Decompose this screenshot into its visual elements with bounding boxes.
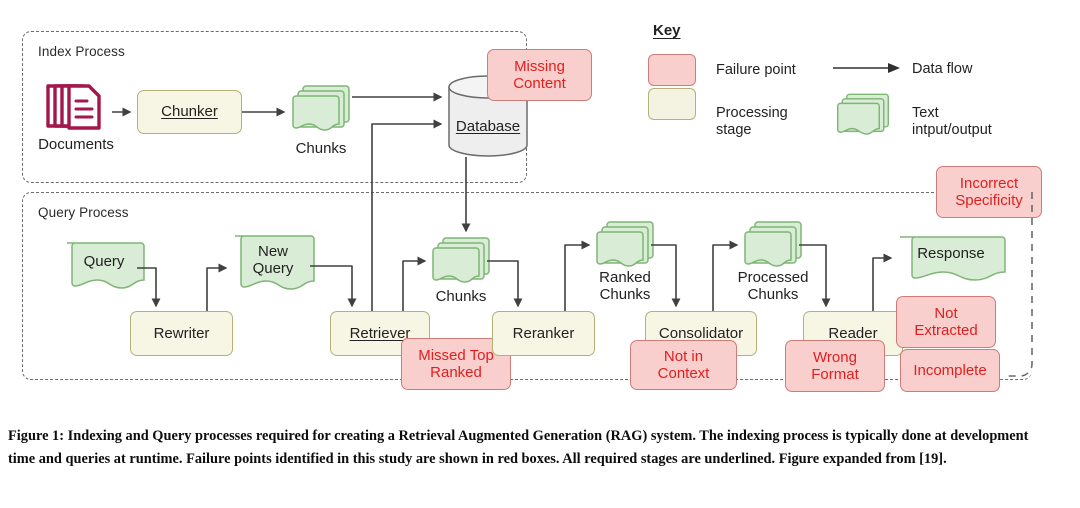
reranker-stage[interactable]: Reranker: [492, 311, 595, 356]
query-process-label: Query Process: [38, 205, 129, 220]
failure-not-in-context[interactable]: Not in Context: [630, 340, 737, 390]
retriever-label: Retriever: [349, 324, 411, 342]
query-shape: [63, 240, 145, 292]
ranked-chunks-label: Ranked Chunks: [599, 269, 651, 304]
failure-not-in-context-label: Not in Context: [657, 347, 710, 382]
consolidator-label: Consolidator: [658, 324, 744, 342]
index-chunks-shape: [290, 84, 352, 136]
key-text-io-label: Text intput/output: [912, 105, 992, 139]
failure-wrong-format-label: Wrong Format: [811, 348, 859, 383]
key-failure-point-label: Failure point: [716, 62, 796, 78]
failure-not-extracted-label: Not Extracted: [914, 304, 978, 339]
ranked-chunks-shape: [594, 220, 656, 272]
processed-chunks-shape: [742, 220, 804, 272]
failure-wrong-format[interactable]: Wrong Format: [785, 340, 885, 392]
failure-missed-top-ranked-label: Missed Top Ranked: [418, 346, 494, 381]
failure-missing-content[interactable]: Missing Content: [487, 49, 592, 101]
stage-swatch: [648, 88, 696, 120]
figure-caption: Figure 1: Indexing and Query processes r…: [8, 428, 1029, 467]
reader-label: Reader: [828, 324, 878, 342]
text-doc-icon: [835, 92, 891, 140]
processed-chunks-label: Processed Chunks: [737, 269, 809, 304]
key-title: Key: [653, 22, 681, 39]
reranker-label: Reranker: [512, 324, 575, 342]
failure-incomplete-label: Incomplete: [913, 361, 987, 379]
new-query-shape: [231, 233, 315, 293]
failure-swatch: [648, 54, 696, 86]
query-chunks-shape: [430, 236, 492, 288]
query-chunks-label: Chunks: [435, 288, 487, 305]
documents-icon: [44, 82, 108, 134]
chunker-label: Chunker: [161, 103, 218, 121]
response-shape: [896, 234, 1006, 284]
rewriter-label: Rewriter: [153, 324, 210, 342]
failure-not-extracted[interactable]: Not Extracted: [896, 296, 996, 348]
rewriter-stage[interactable]: Rewriter: [130, 311, 233, 356]
key-processing-stage-label: Processing stage: [716, 105, 788, 139]
failure-incorrect-specificity[interactable]: Incorrect Specificity: [936, 166, 1042, 218]
query-process-group: [22, 192, 1032, 380]
database-label: Database: [455, 118, 521, 135]
failure-missing-content-label: Missing Content: [513, 57, 566, 92]
index-chunks-label: Chunks: [295, 140, 347, 157]
documents-label: Documents: [38, 136, 114, 153]
chunker-stage[interactable]: Chunker: [137, 90, 242, 134]
arrow-icon: [832, 60, 902, 76]
index-process-label: Index Process: [38, 44, 125, 59]
failure-incorrect-specificity-label: Incorrect Specificity: [955, 174, 1023, 209]
key-data-flow-label: Data flow: [912, 61, 973, 77]
failure-incomplete[interactable]: Incomplete: [900, 349, 1000, 392]
